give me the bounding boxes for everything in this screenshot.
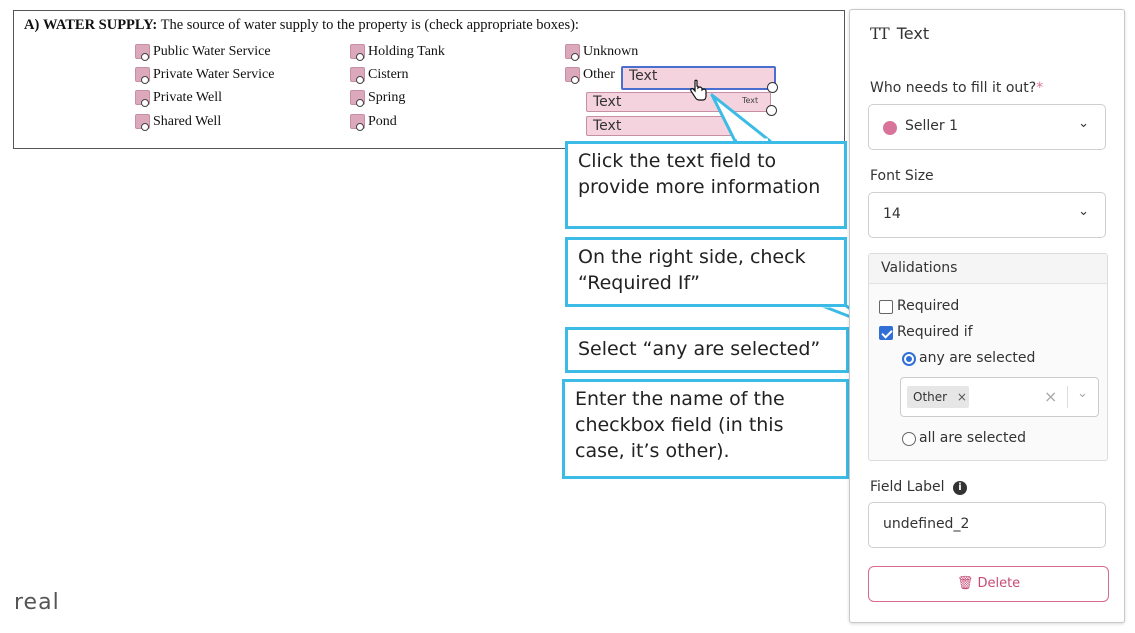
font-size-label: Font Size (870, 168, 934, 184)
clear-icon[interactable]: × (1044, 387, 1058, 406)
field-properties-panel: TT Text Who needs to fill it out?* Selle… (849, 9, 1125, 623)
who-fills-select[interactable]: Seller 1 ⌄ (868, 104, 1106, 150)
required-if-checkbox[interactable] (879, 326, 893, 340)
all-selected-label: all are selected (919, 430, 1026, 446)
panel-title: Text (896, 24, 930, 43)
field-label-input[interactable]: undefined_2 (868, 502, 1106, 548)
who-fills-value: Seller 1 (905, 118, 959, 134)
option-label: Public Water Service (153, 44, 271, 59)
info-icon[interactable]: i (953, 481, 967, 495)
validations-section: Validations Required Required if any are… (868, 253, 1108, 461)
option-label: Shared Well (153, 114, 222, 129)
any-selected-radio[interactable] (902, 352, 916, 366)
checkbox-private-well[interactable] (135, 90, 150, 107)
option-label: Holding Tank (368, 44, 445, 59)
option-label: Private Water Service (153, 67, 275, 82)
checkbox-public-water-service[interactable] (135, 44, 150, 61)
callout-check-required-if: On the right side, check “Required If” (565, 237, 847, 307)
checkbox-shared-well[interactable] (135, 114, 150, 131)
text-field-other-selected[interactable]: Text (621, 66, 776, 90)
mini-text-label: Text (742, 96, 759, 105)
checkbox-other[interactable] (565, 67, 580, 84)
checkbox-pond[interactable] (350, 114, 365, 131)
required-if-label: Required if (897, 324, 973, 340)
required-checkbox[interactable] (879, 300, 893, 314)
font-size-select[interactable]: 14 ⌄ (868, 192, 1106, 238)
resize-handle[interactable] (767, 82, 778, 93)
tag-chip: Other × (907, 386, 969, 408)
font-size-value: 14 (883, 206, 901, 222)
tag-remove-icon[interactable]: × (956, 390, 967, 404)
seller-color-dot (883, 121, 897, 135)
pdf-document-section: A) WATER SUPPLY: The source of water sup… (13, 10, 845, 149)
checkbox-multiselect[interactable]: Other × × ⌄ (900, 377, 1099, 417)
brand-logo: real (14, 590, 60, 615)
all-selected-radio[interactable] (902, 432, 916, 446)
option-label: Pond (368, 114, 397, 129)
text-type-icon: TT (870, 24, 890, 43)
delete-button[interactable]: 🗑 Delete (868, 566, 1109, 602)
callout-enter-checkbox-name: Enter the name of the checkbox field (in… (562, 379, 849, 479)
option-label: Cistern (368, 67, 409, 82)
section-heading: A) WATER SUPPLY: The source of water sup… (24, 17, 579, 33)
checkbox-holding-tank[interactable] (350, 44, 365, 61)
option-label: Other (583, 67, 615, 82)
divider (1067, 386, 1068, 408)
option-label: Private Well (153, 90, 222, 105)
panel-header: TT Text (870, 24, 929, 43)
option-label: Spring (368, 90, 406, 105)
option-label: Unknown (583, 44, 639, 59)
trash-icon: 🗑 (956, 576, 974, 591)
delete-label: Delete (977, 576, 1021, 591)
checkbox-private-water-service[interactable] (135, 67, 150, 84)
chevron-down-icon: ⌄ (1078, 204, 1089, 219)
checkbox-spring[interactable] (350, 90, 365, 107)
text-field-3[interactable]: Text (586, 116, 736, 136)
callout-select-any: Select “any are selected” (565, 327, 849, 373)
tag-label: Other (913, 390, 948, 404)
checkbox-cistern[interactable] (350, 67, 365, 84)
chevron-down-icon[interactable]: ⌄ (1077, 386, 1088, 401)
required-label: Required (897, 298, 960, 314)
field-label-value: undefined_2 (883, 516, 970, 532)
hand-cursor-icon (690, 79, 707, 101)
validations-label: Validations (881, 260, 958, 276)
field-label-heading: Field Label i (870, 479, 967, 495)
any-selected-label: any are selected (919, 350, 1036, 366)
validations-header: Validations (869, 254, 1107, 284)
callout-click-text-field: Click the text field to provide more inf… (565, 141, 847, 229)
chevron-down-icon: ⌄ (1078, 116, 1089, 131)
resize-handle[interactable] (766, 105, 777, 116)
checkbox-unknown[interactable] (565, 44, 580, 61)
who-fills-label: Who needs to fill it out?* (870, 80, 1044, 96)
